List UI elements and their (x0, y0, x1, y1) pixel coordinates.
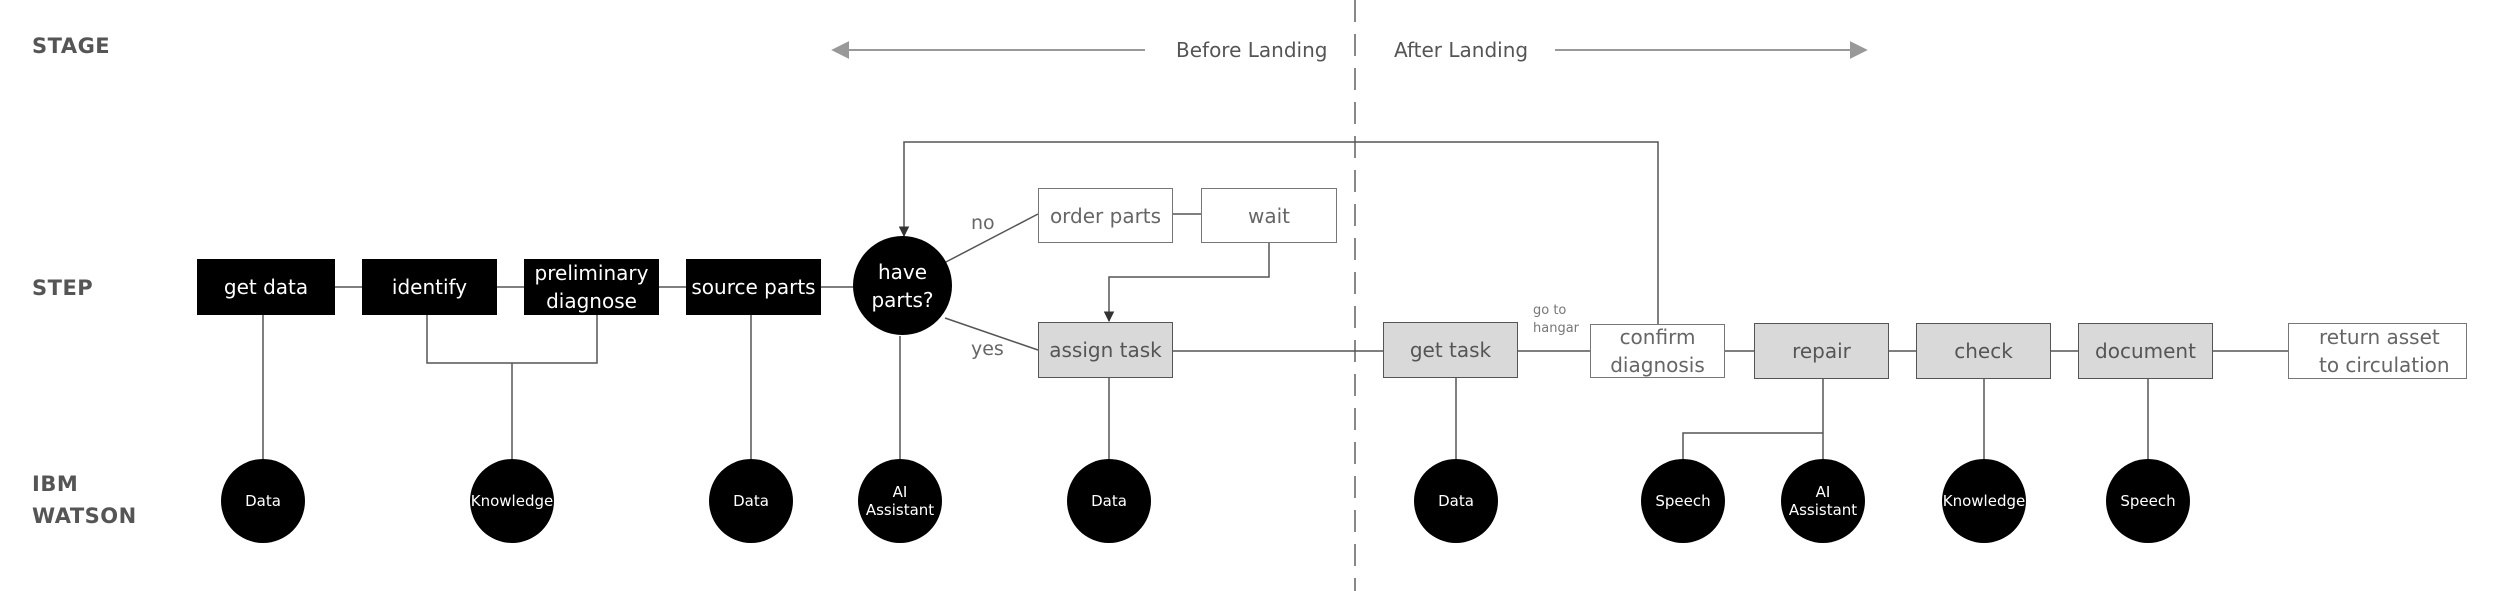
edge-wait-assign (1103, 243, 1270, 323)
step-get-data: get data (197, 259, 335, 315)
watson-speech-1: Speech (1641, 459, 1725, 543)
link-repair-speech (1682, 432, 1823, 459)
step-return-asset: return asset to circulation (2288, 323, 2467, 379)
step-preliminary-diagnose: preliminary diagnose (524, 259, 659, 315)
watson-ai-assistant-1: AI Assistant (858, 459, 942, 543)
edge-yes-branch (944, 317, 1039, 351)
stage-after-landing: After Landing (1394, 38, 1529, 62)
watson-ai-assistant-2: AI Assistant (1781, 459, 1865, 543)
step-confirm-diagnosis: confirm diagnosis (1590, 324, 1725, 378)
watson-knowledge-2: Knowledge (1942, 459, 2026, 543)
edge-label-yes: yes (971, 338, 1004, 360)
row-label-watson: IBM WATSON (32, 472, 137, 528)
watson-knowledge-1: Knowledge (470, 459, 554, 543)
watson-data-3: Data (1067, 459, 1151, 543)
edge-confirm-loop (898, 141, 1659, 324)
link-identify-knowledge (426, 315, 598, 364)
step-document: document (2078, 323, 2213, 379)
step-have-parts-decision: have parts? (853, 236, 952, 335)
watson-data-2: Data (709, 459, 793, 543)
watson-data-1: Data (221, 459, 305, 543)
step-repair: repair (1754, 323, 1889, 379)
watson-data-4: Data (1414, 459, 1498, 543)
edge-label-no: no (971, 212, 995, 234)
row-label-stage: STAGE (32, 34, 111, 58)
step-get-task: get task (1383, 322, 1518, 378)
step-wait: wait (1201, 188, 1337, 243)
step-order-parts: order parts (1038, 188, 1173, 243)
step-check: check (1916, 323, 2051, 379)
watson-speech-2: Speech (2106, 459, 2190, 543)
step-identify: identify (362, 259, 497, 315)
step-source-parts: source parts (686, 259, 821, 315)
stage-before-landing: Before Landing (1176, 38, 1328, 62)
row-label-step: STEP (32, 276, 94, 300)
step-assign-task: assign task (1038, 322, 1173, 378)
edge-no-branch (943, 213, 1039, 264)
edge-label-go-to-hangar: go to hangar (1533, 303, 1580, 336)
